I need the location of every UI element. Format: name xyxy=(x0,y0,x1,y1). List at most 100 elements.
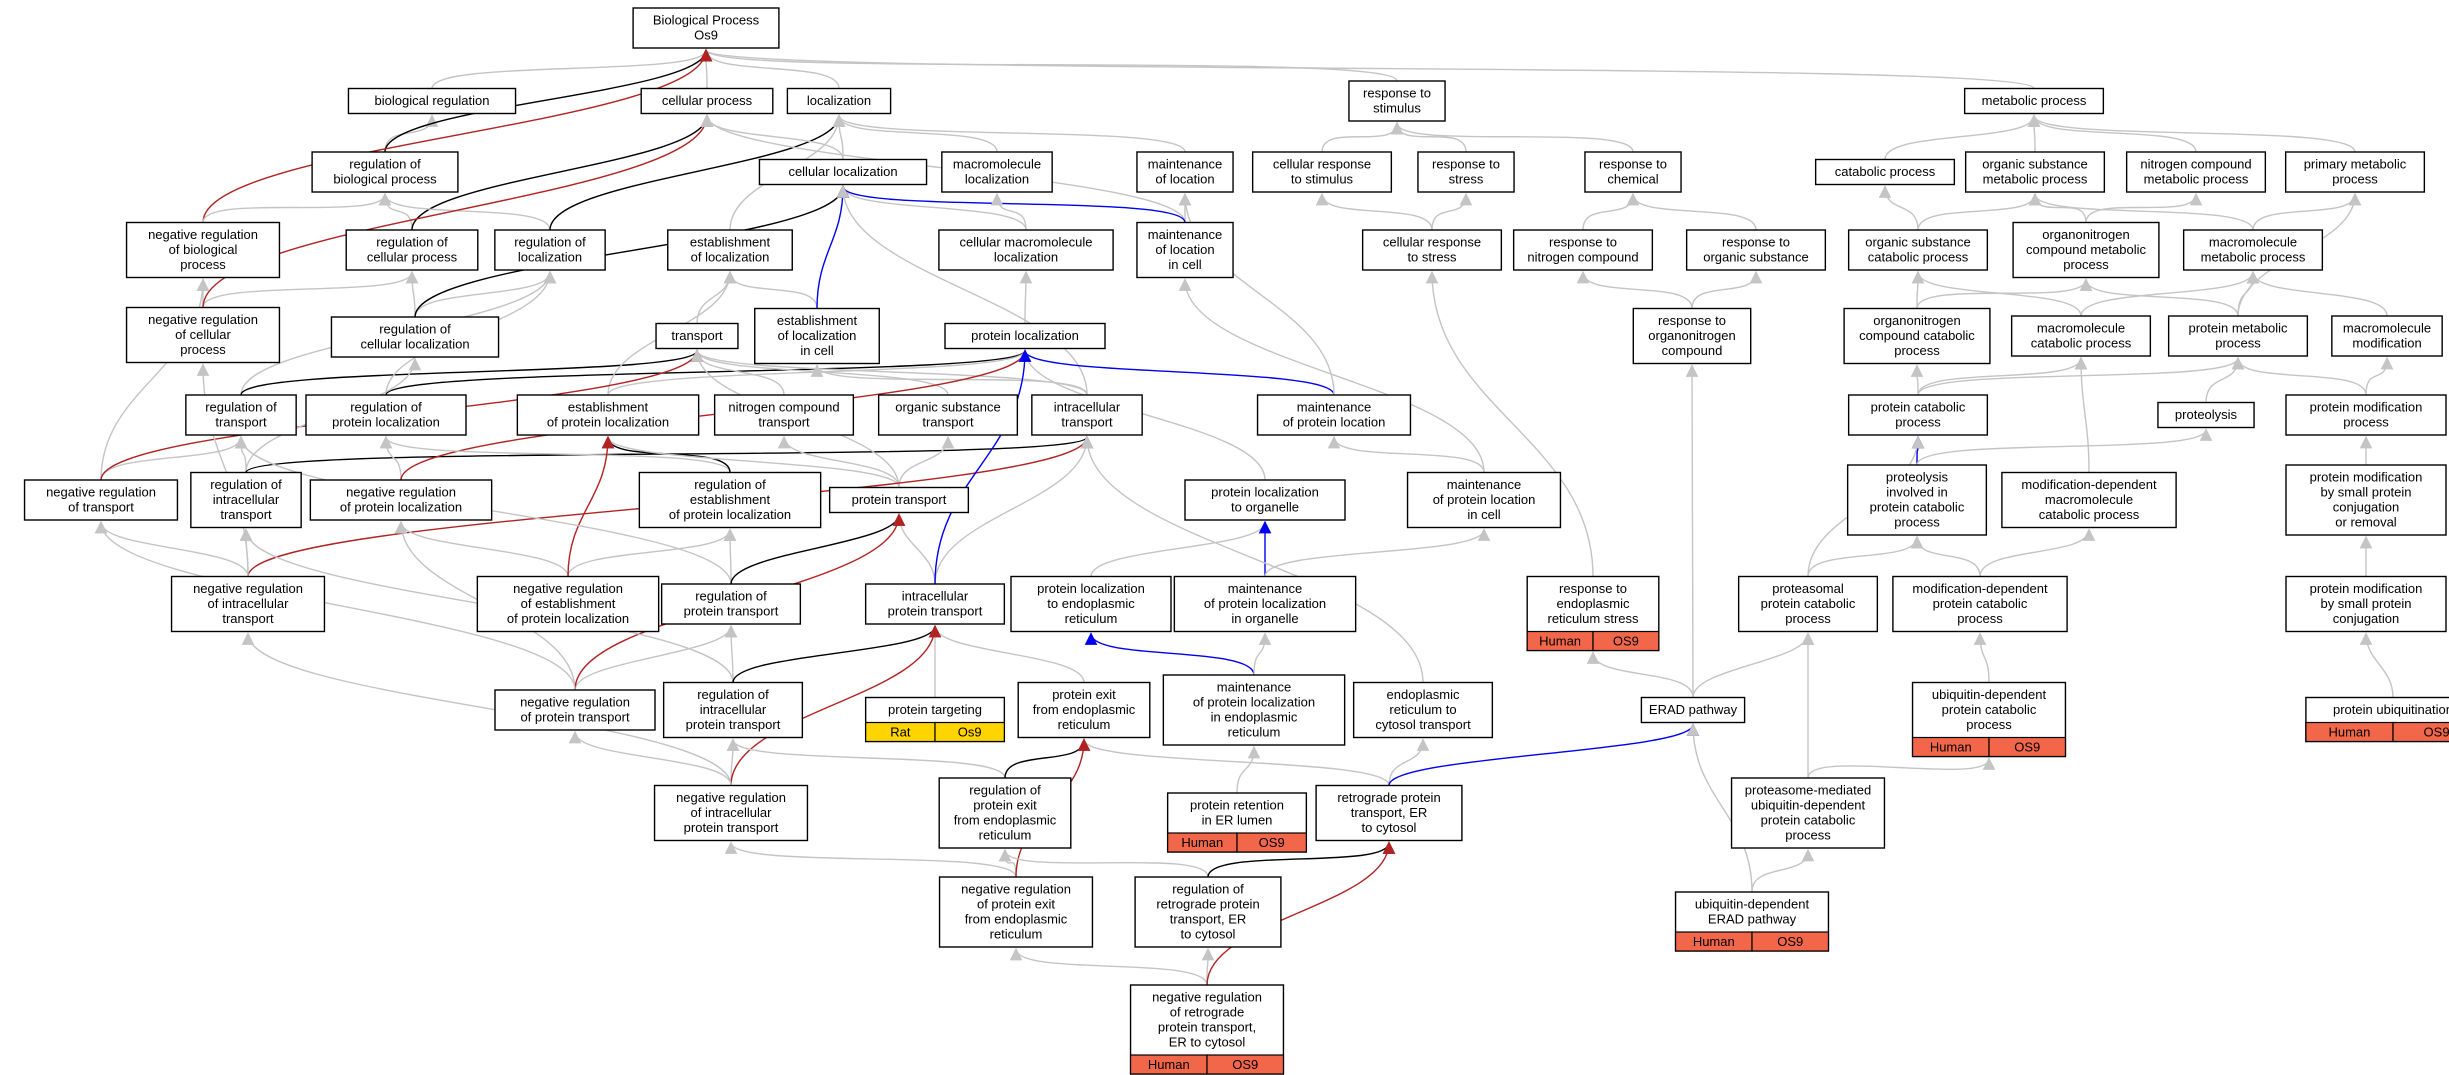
node-transport[interactable]: transport xyxy=(655,322,739,350)
edge-proteasomemed-to-ubdep xyxy=(1807,757,1996,779)
node-label-line: of protein location xyxy=(1283,415,1386,430)
node-moddepmac[interactable]: modification-dependentmacromoleculecatab… xyxy=(2001,471,2177,529)
edge-regbio-to-bp xyxy=(384,48,713,153)
edge-negregintraprot-to-negprottrans xyxy=(568,730,732,786)
node-cellproc[interactable]: cellular process xyxy=(640,87,774,115)
node-label-line: protein ubiquitination xyxy=(2333,702,2449,717)
node-proteasomemed[interactable]: proteasome-mediatedubiquitin-dependentpr… xyxy=(1730,777,1886,849)
node-protloc[interactable]: protein localization xyxy=(944,322,1106,350)
node-loc[interactable]: localization xyxy=(786,87,892,115)
node-label-line: endoplasmic xyxy=(1557,596,1630,611)
node-label-line: from endoplasmic xyxy=(965,912,1068,927)
edge-retrograde-to-erad xyxy=(1388,723,1700,786)
node-erad[interactable]: ERAD pathway xyxy=(1640,696,1746,724)
species-label: Human xyxy=(1930,740,1972,755)
node-catab[interactable]: catabolic process xyxy=(1814,158,1956,186)
node-label-line: protein transport xyxy=(888,604,983,619)
node-bioreg[interactable]: biological regulation xyxy=(347,87,517,115)
node-proteolysis[interactable]: proteolysis xyxy=(2157,401,2255,429)
node-metab[interactable]: metabolic process xyxy=(1963,87,2105,115)
node-label-line: conjugation xyxy=(2333,611,2400,626)
node-cellloc[interactable]: cellular localization xyxy=(758,158,928,186)
node-prottrans[interactable]: protein transport xyxy=(828,486,970,514)
edge-mainprotloccell-to-mainloccell xyxy=(1178,278,1485,473)
